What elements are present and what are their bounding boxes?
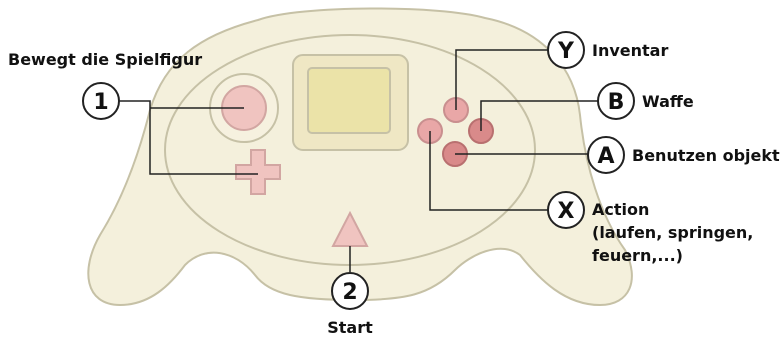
label-move: Bewegt die Spielfigur xyxy=(8,50,202,69)
label-y: Inventar xyxy=(592,41,668,60)
leader-y xyxy=(455,49,548,110)
marker-one: 1 xyxy=(82,82,120,120)
leader-b xyxy=(480,100,598,131)
marker-y-text: Y xyxy=(557,39,575,64)
marker-two-text: 2 xyxy=(342,280,357,305)
leader-x xyxy=(429,131,548,211)
label-x-line1: Action xyxy=(592,200,649,219)
marker-b: B xyxy=(597,82,635,120)
marker-one-text: 1 xyxy=(93,90,108,115)
label-b: Waffe xyxy=(642,92,694,111)
marker-two: 2 xyxy=(331,272,369,310)
vmu-screen xyxy=(307,67,391,134)
leader-one xyxy=(119,100,258,175)
marker-y: Y xyxy=(547,31,585,69)
leader-lines xyxy=(119,49,598,272)
marker-x: X xyxy=(547,191,585,229)
dpad[interactable] xyxy=(235,149,281,195)
marker-a-text: A xyxy=(597,144,614,169)
label-x-line3: feuern,...) xyxy=(592,246,683,265)
label-a: Benutzen objekt xyxy=(632,146,780,165)
marker-a: A xyxy=(587,136,625,174)
marker-b-text: B xyxy=(608,90,625,115)
label-x-line2: (laufen, springen, xyxy=(592,223,753,242)
label-start: Start xyxy=(327,318,373,337)
marker-x-text: X xyxy=(558,199,575,224)
